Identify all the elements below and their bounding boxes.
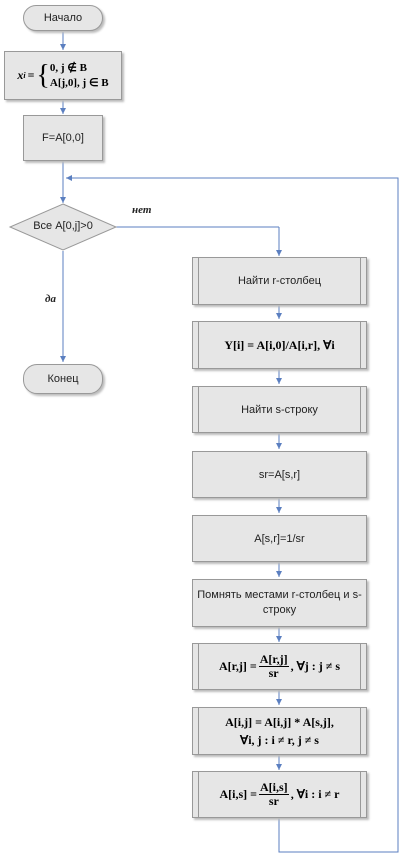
find-column-block: Найти r-столбец xyxy=(192,257,367,305)
init-f-label: F=A[0,0] xyxy=(42,132,84,144)
swap-block: Помнять местами r-столбец и s-строку xyxy=(192,579,367,627)
matrix-update-block: A[i,j] = A[i,j] * A[s,j], ∀i, j : i ≠ r,… xyxy=(192,707,367,755)
sr-block: sr=A[s,r] xyxy=(192,451,367,498)
sr-label: sr=A[s,r] xyxy=(258,468,301,481)
column-update-condition: , ∀i : i ≠ r xyxy=(290,787,340,801)
find-column-label: Найти r-столбец xyxy=(237,275,322,287)
start-terminal: Начало xyxy=(23,5,103,31)
inverse-block: A[s,r]=1/sr xyxy=(192,515,367,562)
matrix-update-line-1: A[i,j] = A[i,j] * A[s,j], xyxy=(225,715,334,729)
inverse-label: A[s,r]=1/sr xyxy=(254,532,305,545)
decision-diamond xyxy=(8,203,118,251)
init-x-sub: i xyxy=(23,71,26,80)
row-update-lhs: A[r,j] = xyxy=(218,659,257,673)
loop-back-connector xyxy=(66,175,399,853)
row-update-numerator: A[r,j] xyxy=(258,651,289,667)
start-label: Начало xyxy=(43,12,83,24)
row-update-formula: A[r,j] = A[r,j]sr , ∀j : j ≠ s xyxy=(218,651,341,680)
find-row-label: Найти s-строку xyxy=(241,403,318,416)
label-no: нет xyxy=(132,204,152,216)
compute-y-block: Y[i] = A[i,0]/A[i,r], ∀i xyxy=(192,321,367,369)
init-x-case-2: A[j,0], j ∈ B xyxy=(49,76,109,89)
matrix-update-line-2: ∀i, j : i ≠ r, j ≠ s xyxy=(240,733,319,747)
end-terminal: Конец xyxy=(23,364,103,394)
init-x-lhs: x xyxy=(17,68,24,82)
column-update-numerator: A[i,s] xyxy=(259,779,289,795)
swap-label: Помнять местами r-столбец и s-строку xyxy=(197,588,362,616)
init-x-case-1: 0, j ∉ B xyxy=(49,61,87,74)
compute-y-formula: Y[i] = A[i,0]/A[i,r], ∀i xyxy=(224,337,335,352)
end-label: Конец xyxy=(47,373,79,385)
matrix-update-formula: A[i,j] = A[i,j] * A[s,j], ∀i, j : i ≠ r,… xyxy=(225,713,334,749)
row-update-condition: , ∀j : j ≠ s xyxy=(290,659,341,673)
init-f-block: F=A[0,0] xyxy=(23,115,103,161)
row-update-block: A[r,j] = A[r,j]sr , ∀j : j ≠ s xyxy=(192,643,367,690)
column-update-lhs: A[i,s] = xyxy=(219,787,258,801)
column-update-block: A[i,s] = A[i,s]sr , ∀i : i ≠ r xyxy=(192,771,367,818)
column-update-formula: A[i,s] = A[i,s]sr , ∀i : i ≠ r xyxy=(219,779,340,808)
label-yes: да xyxy=(45,293,56,305)
row-update-denominator: sr xyxy=(268,666,279,680)
find-row-block: Найти s-строку xyxy=(192,386,367,433)
column-update-denominator: sr xyxy=(268,794,279,808)
condition-label: Все A[0,j]>0 xyxy=(33,220,93,232)
